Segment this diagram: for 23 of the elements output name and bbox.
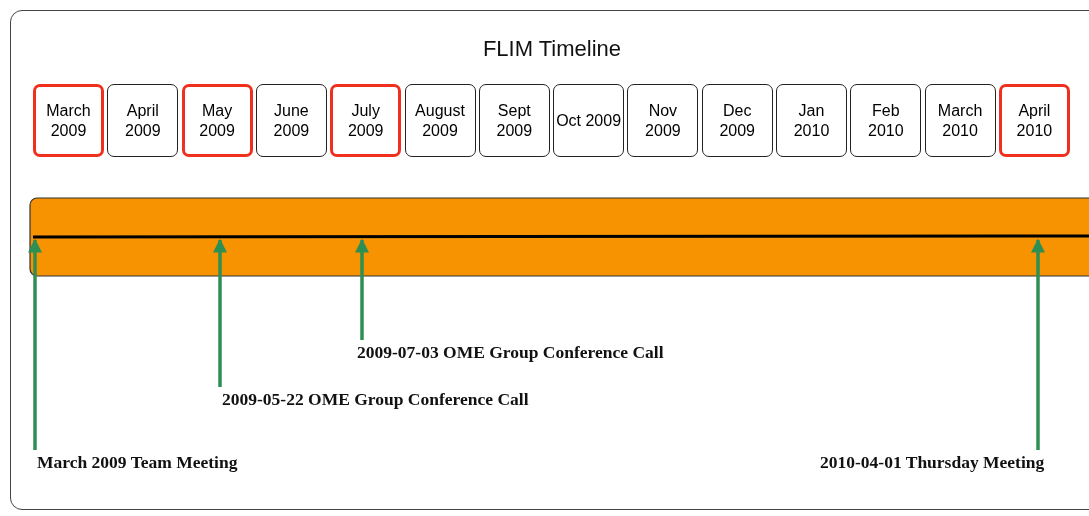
highlighted-month-box: July 2009 [330, 84, 402, 157]
event-label: March 2009 Team Meeting [37, 452, 238, 473]
highlighted-month-box: May 2009 [181, 84, 253, 157]
event-label: 2009-07-03 OME Group Conference Call [357, 342, 664, 363]
leader-arrow [1031, 238, 1045, 450]
month-box: Feb 2010 [850, 84, 922, 157]
month-box: Dec 2009 [701, 84, 773, 157]
month-box: Jan 2010 [776, 84, 847, 157]
diagram-title: FLIM Timeline [481, 36, 623, 62]
leader-arrow [355, 238, 369, 340]
highlighted-month-box: March 2009 [33, 84, 104, 157]
event-label: 2009-05-22 OME Group Conference Call [222, 389, 529, 410]
month-box: Nov 2009 [627, 84, 699, 157]
highlighted-month-box: April 2010 [998, 84, 1070, 157]
month-box: August 2009 [404, 84, 476, 157]
leader-arrow [213, 238, 227, 387]
month-box: Oct 2009 [553, 84, 625, 157]
event-label: 2010-04-01 Thursday Meeting [820, 452, 1045, 473]
month-box: June 2009 [255, 84, 327, 157]
month-box: March 2010 [924, 84, 996, 157]
month-box: April 2009 [107, 84, 179, 157]
leader-arrow [28, 238, 42, 450]
month-box: Sept 2009 [478, 84, 550, 157]
